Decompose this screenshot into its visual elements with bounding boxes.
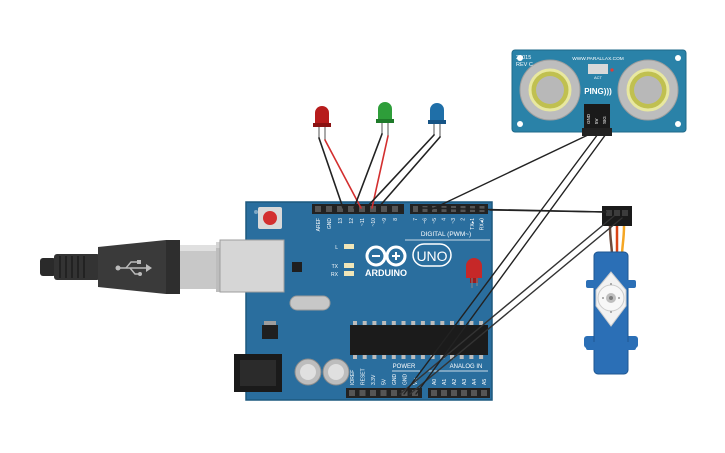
usb-chip — [292, 262, 302, 272]
transducer-right — [617, 59, 679, 121]
pin-label: 5V — [382, 378, 388, 385]
sensor-rev: REV C — [516, 62, 533, 68]
pin-label: IOREF — [350, 370, 356, 385]
sensor-brand: PING))) — [584, 87, 612, 96]
pin-label: A2 — [452, 379, 458, 385]
usb-port — [219, 239, 285, 293]
onboard-led-red — [466, 258, 482, 288]
power-jack — [234, 354, 282, 392]
pin-label: ~9 — [382, 218, 388, 224]
onboard-leds: L TX RX — [331, 244, 354, 278]
capacitors — [294, 358, 350, 386]
pin-label: AREF — [316, 218, 322, 231]
pin-label: 8 — [393, 218, 399, 221]
act-led — [610, 68, 614, 72]
pin-label: 12 — [349, 218, 355, 224]
reset-button[interactable] — [258, 207, 282, 229]
pin-label: TX▸1 — [470, 218, 476, 230]
led-green[interactable] — [376, 102, 394, 136]
wires — [318, 133, 623, 395]
brand-label: ARDUINO — [365, 268, 407, 278]
atmega-chip — [350, 321, 488, 359]
led-label-rx: RX — [331, 272, 339, 278]
pin-label: 13 — [338, 218, 344, 224]
pin-label: A0 — [432, 379, 438, 385]
pin-label: ~10 — [371, 218, 377, 227]
crystal — [289, 295, 331, 311]
pin-label: RESET — [361, 368, 367, 385]
pin-label: GND — [392, 374, 398, 386]
arduino-logo-icon — [365, 245, 407, 267]
servo-motor[interactable] — [584, 206, 638, 375]
model-badge: UNO — [412, 243, 452, 267]
pin-label: ~11 — [360, 218, 366, 226]
led-label-l: L — [335, 245, 338, 251]
pin-label: ~5 — [432, 218, 438, 224]
sensor-model: 28015 — [516, 55, 531, 61]
analog-label: ANALOG IN — [450, 364, 483, 370]
usb-icon — [115, 260, 152, 276]
sensor-url: WWW.PARALLAX.COM — [572, 56, 624, 62]
led-red[interactable] — [313, 106, 331, 140]
pin-label: ~3 — [451, 218, 457, 224]
pin-label: A4 — [472, 379, 478, 385]
ping-pin-label: 5V — [594, 118, 599, 124]
led-label-tx: TX — [332, 264, 339, 270]
led-blue[interactable] — [428, 103, 446, 137]
pin-label: A3 — [462, 379, 468, 385]
pin-label: ~6 — [423, 218, 429, 224]
ping-pin-label: GND — [586, 113, 591, 124]
svg-text:UNO: UNO — [416, 248, 447, 264]
transducer-left — [519, 59, 581, 121]
pin-label: 2 — [461, 218, 467, 221]
digital-label: DIGITAL (PWM~) — [421, 231, 471, 238]
pin-label: 4 — [442, 218, 448, 221]
pin-label: GND — [403, 374, 409, 386]
pin-label: A1 — [442, 379, 448, 385]
ping-sensor[interactable]: 28015 REV C WWW.PARALLAX.COM ACT PING)))… — [511, 49, 687, 136]
pin-label: 7 — [413, 218, 419, 221]
ping-pin-label: SIG — [602, 116, 607, 124]
arduino-board[interactable]: L TX RX ARDUINO UNO — [219, 201, 493, 401]
pin-label: 3.3V — [371, 374, 377, 385]
act-label: ACT — [594, 75, 603, 80]
pin-label: RX◂0 — [480, 218, 486, 230]
pin-label: GND — [327, 218, 333, 230]
power-label: POWER — [393, 364, 416, 370]
pin-label: A5 — [482, 379, 488, 385]
voltage-regulator — [262, 321, 278, 339]
